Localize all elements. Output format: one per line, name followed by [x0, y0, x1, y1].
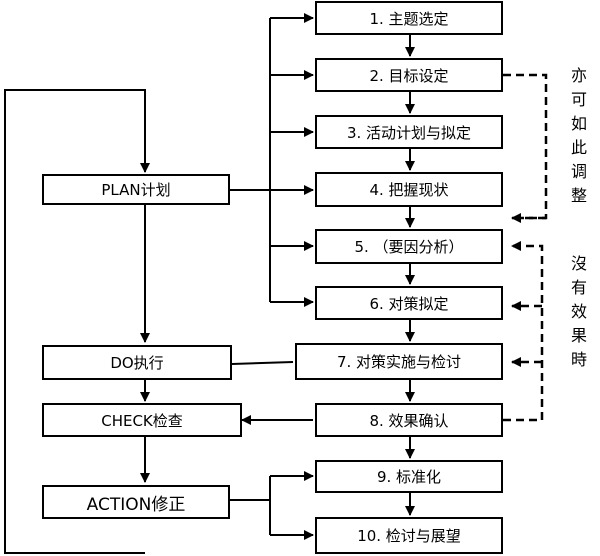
- step-6-box: 6. 对策拟定: [315, 286, 503, 320]
- step-9-box: 9. 标准化: [315, 460, 503, 493]
- step-2-box: 2. 目标设定: [315, 58, 503, 92]
- step-10-box: 10. 检讨与展望: [315, 517, 503, 554]
- step-8-box: 8. 效果确认: [315, 403, 503, 437]
- no-effect-dashed-loop: [511, 241, 544, 420]
- step-7-box: 7. 对策实施与检讨: [295, 343, 503, 380]
- check-box: CHECK检查: [42, 403, 242, 437]
- step-3-box: 3. 活动计划与拟定: [315, 115, 503, 149]
- step-1-box: 1. 主题选定: [315, 1, 503, 35]
- do-connector: [231, 361, 294, 365]
- plan-box: PLAN计划: [42, 174, 230, 205]
- adjust-note: 亦可如此调整: [570, 66, 587, 205]
- feedback-loop-arrow: [4, 89, 150, 554]
- no-effect-note: 沒有效果時: [570, 254, 587, 369]
- do-box: DO执行: [42, 345, 232, 380]
- step-5-box: 5. （要因分析）: [315, 229, 503, 264]
- step-4-box: 4. 把握现状: [315, 172, 503, 207]
- adjust-dashed-loop: [503, 73, 548, 220]
- action-box: ACTION修正: [42, 485, 230, 519]
